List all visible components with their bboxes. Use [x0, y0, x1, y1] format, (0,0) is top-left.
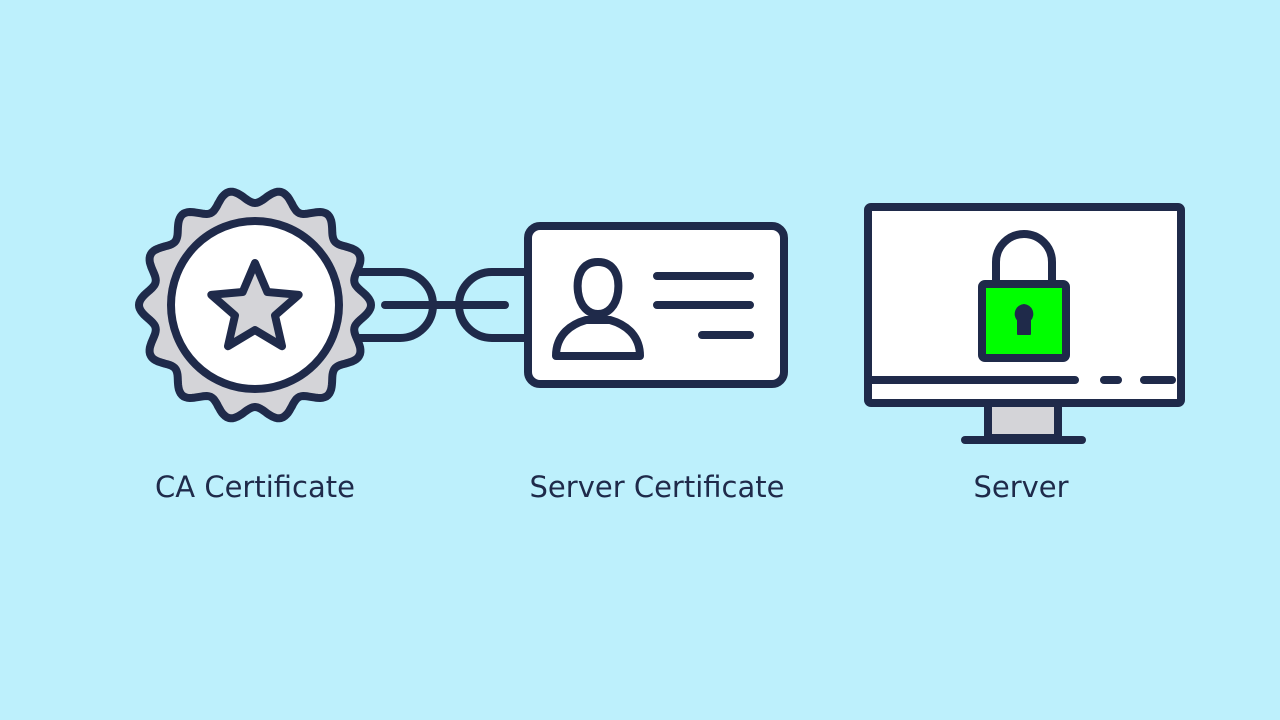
server-certificate-label: Server Certificate	[529, 470, 785, 504]
server-label: Server	[973, 470, 1069, 504]
chain-link-icon	[356, 268, 532, 342]
id-card-icon	[524, 222, 788, 388]
badge-star-icon	[135, 187, 375, 423]
ca-certificate-label: CA Certificate	[155, 470, 355, 504]
monitor-lock-icon	[864, 203, 1185, 444]
